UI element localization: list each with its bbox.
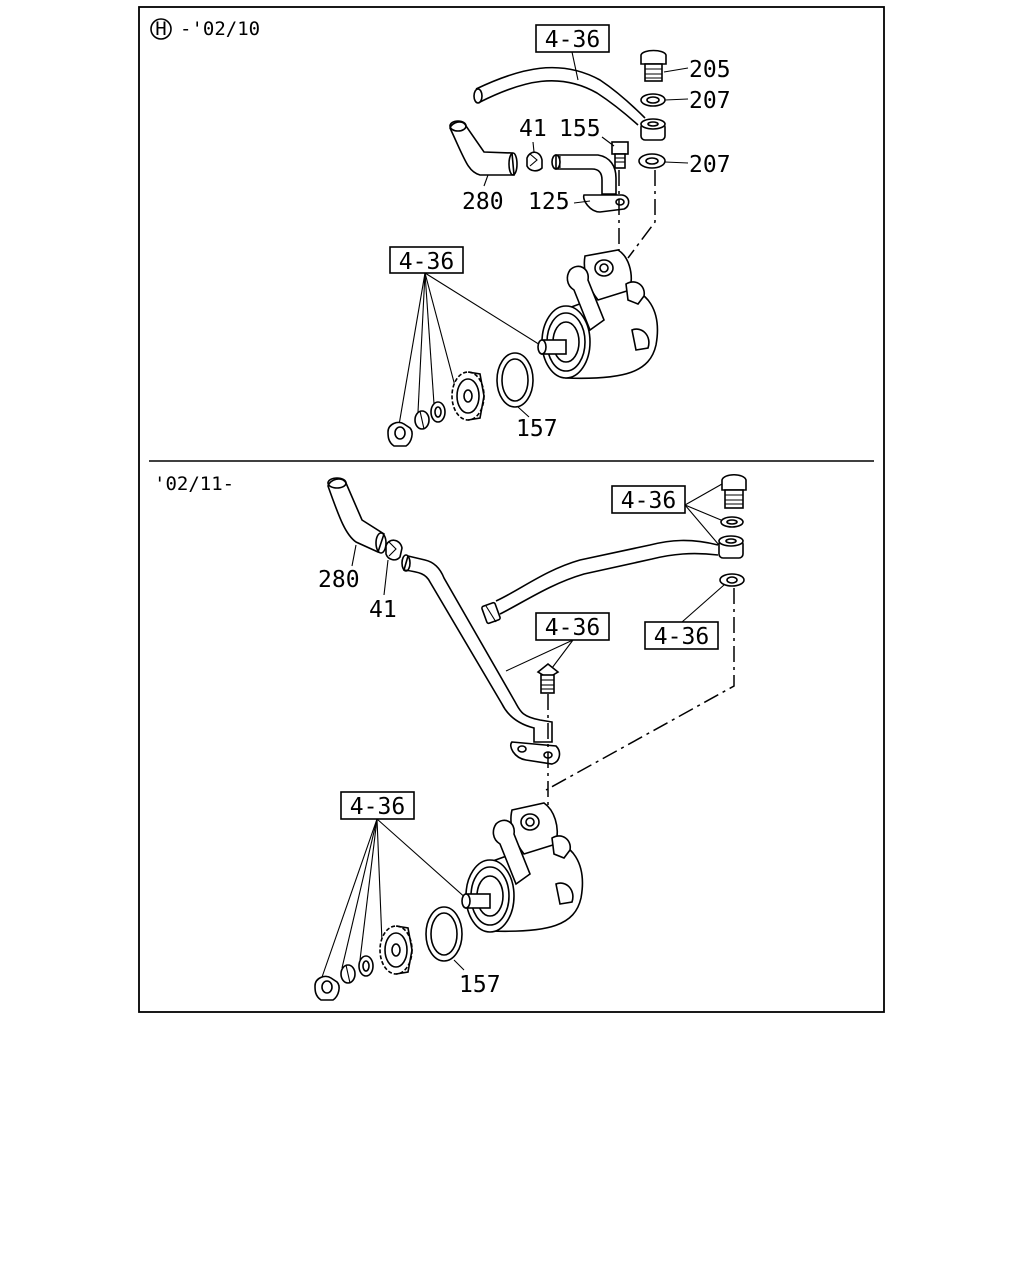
section-marker-letter: H bbox=[155, 18, 166, 40]
ref-label: 4-36 bbox=[621, 488, 676, 514]
pump-assembly bbox=[537, 249, 659, 380]
callout-155: 155 bbox=[559, 116, 601, 142]
ref-box bbox=[389, 246, 464, 274]
ref-label: 4-36 bbox=[654, 624, 709, 650]
washer bbox=[358, 955, 374, 977]
callout-125: 125 bbox=[528, 189, 570, 215]
part-205-bolt bbox=[640, 49, 667, 82]
ref-label: 4-36 bbox=[545, 27, 600, 53]
callout-207-b: 207 bbox=[689, 152, 731, 178]
ref-box bbox=[340, 791, 415, 820]
ref-label: 4-36 bbox=[545, 615, 600, 641]
ref-box bbox=[535, 24, 610, 53]
callout-41-b: 41 bbox=[369, 597, 397, 623]
callout-157-b: 157 bbox=[459, 972, 501, 998]
callout-157-a: 157 bbox=[516, 416, 558, 442]
diagram-frame bbox=[138, 6, 885, 1013]
callout-207-a: 207 bbox=[689, 88, 731, 114]
nut bbox=[314, 975, 340, 1001]
ref-box bbox=[644, 621, 719, 650]
part-157-gasket bbox=[496, 352, 534, 408]
drive-gear bbox=[451, 371, 485, 421]
callout-205: 205 bbox=[689, 57, 731, 83]
section-1-range: -'02/10 bbox=[180, 18, 260, 40]
ref-box bbox=[535, 612, 610, 641]
flange-bolt bbox=[536, 662, 560, 694]
nut bbox=[387, 421, 413, 447]
section-2-range: '02/11- bbox=[154, 473, 234, 495]
washer bbox=[720, 516, 744, 528]
banjo-bolt bbox=[721, 473, 747, 509]
ref-label: 4-36 bbox=[399, 249, 454, 275]
return-pipe bbox=[481, 539, 719, 625]
section-marker-circle bbox=[150, 18, 172, 40]
ref-label: 4-36 bbox=[350, 794, 405, 820]
part-41-clamp bbox=[385, 539, 403, 561]
callout-280-a: 280 bbox=[462, 189, 504, 215]
part-280-hose bbox=[327, 477, 387, 554]
pump-assembly bbox=[461, 802, 584, 933]
drive-gear bbox=[379, 925, 413, 975]
part-207-washer-2 bbox=[638, 153, 666, 169]
pipe-assembly bbox=[401, 554, 561, 765]
part-157-gasket bbox=[425, 906, 463, 962]
part-207-washer bbox=[640, 93, 666, 107]
section-2: '02/11- 280 41 bbox=[154, 473, 747, 1001]
ref-box bbox=[611, 485, 686, 514]
part-41-clamp bbox=[526, 151, 543, 172]
section-1: H -'02/10 4-36 205 207 207 bbox=[150, 18, 731, 447]
callout-280-b: 280 bbox=[318, 567, 360, 593]
part-155-bolt bbox=[611, 141, 629, 169]
washer bbox=[719, 573, 745, 587]
washer bbox=[430, 401, 446, 423]
callout-41-a: 41 bbox=[519, 116, 547, 142]
part-280-hose bbox=[449, 120, 518, 176]
